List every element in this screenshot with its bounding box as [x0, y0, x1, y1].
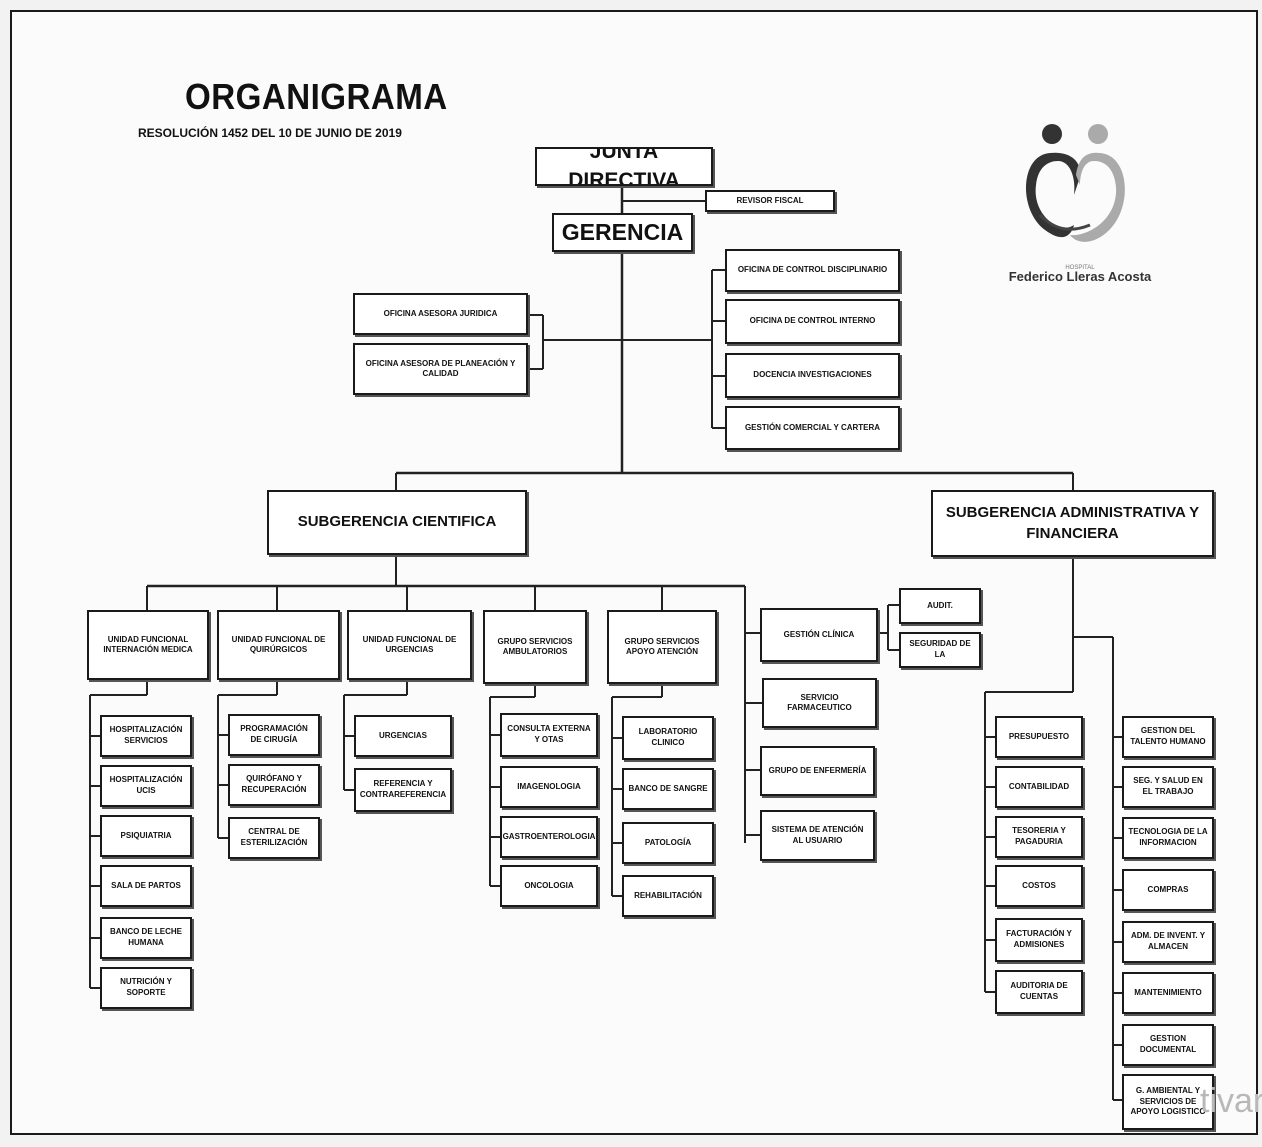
node-psiquiatria[interactable]: PSIQUIATRIA — [100, 815, 192, 857]
node-hospitalizacion-servicios[interactable]: HOSPITALIZACIÓN SERVICIOS — [100, 715, 192, 757]
node-central-esterilizacion[interactable]: CENTRAL DE ESTERILIZACIÓN — [228, 817, 320, 859]
node-nutricion-soporte[interactable]: NUTRICIÓN Y SOPORTE — [100, 967, 192, 1009]
node-unidad-urgencias[interactable]: UNIDAD FUNCIONAL DE URGENCIAS — [347, 610, 472, 680]
node-adm-inventarios[interactable]: ADM. DE INVENT. Y ALMACEN — [1122, 921, 1214, 963]
node-seguridad[interactable]: SEGURIDAD DE LA — [899, 632, 981, 668]
node-subgerencia-cientifica[interactable]: SUBGERENCIA CIENTIFICA — [267, 490, 527, 555]
node-rehabilitacion[interactable]: REHABILITACIÓN — [622, 875, 714, 917]
node-urgencias[interactable]: URGENCIAS — [354, 715, 452, 757]
node-seguridad-salud[interactable]: SEG. Y SALUD EN EL TRABAJO — [1122, 766, 1214, 808]
node-presupuesto[interactable]: PRESUPUESTO — [995, 716, 1083, 758]
logo-small-text: HOSPITAL — [1065, 265, 1095, 271]
node-costos[interactable]: COSTOS — [995, 865, 1083, 907]
node-control-interno[interactable]: OFICINA DE CONTROL INTERNO — [725, 299, 900, 344]
node-sistema-atencion-usuario[interactable]: SISTEMA DE ATENCIÓN AL USUARIO — [760, 810, 875, 861]
node-quirofano[interactable]: QUIRÓFANO Y RECUPERACIÓN — [228, 764, 320, 806]
node-facturacion[interactable]: FACTURACIÓN Y ADMISIONES — [995, 918, 1083, 962]
node-gerencia[interactable]: GERENCIA — [552, 213, 693, 252]
node-tecnologia-informacion[interactable]: TECNOLOGIA DE LA INFORMACION — [1122, 817, 1214, 859]
node-revisor-fiscal[interactable]: REVISOR FISCAL — [705, 190, 835, 212]
node-servicio-farmaceutico[interactable]: SERVICIO FARMACEUTICO — [762, 678, 877, 728]
node-grupo-enfermeria[interactable]: GRUPO DE ENFERMERÍA — [760, 746, 875, 796]
node-junta-directiva[interactable]: JUNTA DIRECTIVA — [535, 147, 713, 186]
node-patologia[interactable]: PATOLOGÍA — [622, 822, 714, 864]
node-subgerencia-administrativa[interactable]: SUBGERENCIA ADMINISTRATIVA Y FINANCIERA — [931, 490, 1214, 557]
node-hospitalizacion-ucis[interactable]: HOSPITALIZACIÓN UCIS — [100, 765, 192, 807]
node-banco-sangre[interactable]: BANCO DE SANGRE — [622, 768, 714, 810]
node-referencia[interactable]: REFERENCIA Y CONTRAREFERENCIA — [354, 768, 452, 812]
node-talento-humano[interactable]: GESTION DEL TALENTO HUMANO — [1122, 716, 1214, 758]
logo-text: Federico Lleras Acosta — [1008, 269, 1152, 284]
node-consulta-externa[interactable]: CONSULTA EXTERNA Y OTAS — [500, 713, 598, 757]
node-control-disciplinario[interactable]: OFICINA DE CONTROL DISCIPLINARIO — [725, 249, 900, 292]
node-tesoreria[interactable]: TESORERIA Y PAGADURIA — [995, 816, 1083, 858]
node-audit[interactable]: AUDIT. — [899, 588, 981, 624]
node-oncologia[interactable]: ONCOLOGIA — [500, 865, 598, 907]
node-gastroenterologia[interactable]: GASTROENTEROLOGIA — [500, 816, 598, 858]
node-compras[interactable]: COMPRAS — [1122, 869, 1214, 911]
node-gestion-ambiental[interactable]: G. AMBIENTAL Y SERVICIOS DE APOYO LOGIST… — [1122, 1074, 1214, 1130]
node-sala-partos[interactable]: SALA DE PARTOS — [100, 865, 192, 907]
node-oficina-juridica[interactable]: OFICINA ASESORA JURIDICA — [353, 293, 528, 335]
node-gestion-comercial[interactable]: GESTIÓN COMERCIAL Y CARTERA — [725, 406, 900, 450]
page-subtitle: RESOLUCIÓN 1452 DEL 10 DE JUNIO DE 2019 — [138, 126, 402, 140]
node-programacion-cirugia[interactable]: PROGRAMACIÓN DE CIRUGÍA — [228, 714, 320, 756]
node-oficina-planeacion[interactable]: OFICINA ASESORA DE PLANEACIÓN Y CALIDAD — [353, 343, 528, 395]
page-title: ORGANIGRAMA — [185, 76, 448, 117]
node-gestion-clinica[interactable]: GESTIÓN CLÍNICA — [760, 608, 878, 662]
node-laboratorio-clinico[interactable]: LABORATORIO CLINICO — [622, 716, 714, 760]
node-gestion-documental[interactable]: GESTION DOCUMENTAL — [1122, 1024, 1214, 1066]
node-grupo-apoyo[interactable]: GRUPO SERVICIOS APOYO ATENCIÓN — [607, 610, 717, 684]
node-docencia[interactable]: DOCENCIA INVESTIGACIONES — [725, 353, 900, 398]
node-banco-leche[interactable]: BANCO DE LECHE HUMANA — [100, 917, 192, 959]
node-contabilidad[interactable]: CONTABILIDAD — [995, 766, 1083, 808]
node-unidad-quirurgicos[interactable]: UNIDAD FUNCIONAL DE QUIRÚRGICOS — [217, 610, 340, 680]
node-unidad-internacion[interactable]: UNIDAD FUNCIONAL INTERNACIÓN MEDICA — [87, 610, 209, 680]
node-grupo-ambulatorios[interactable]: GRUPO SERVICIOS AMBULATORIOS — [483, 610, 587, 684]
node-imagenologia[interactable]: IMAGENOLOGIA — [500, 766, 598, 808]
hospital-logo-icon — [1026, 124, 1125, 242]
node-auditoria-cuentas[interactable]: AUDITORIA DE CUENTAS — [995, 970, 1083, 1014]
watermark-text: tivar — [1200, 1082, 1262, 1120]
node-mantenimiento[interactable]: MANTENIMIENTO — [1122, 972, 1214, 1014]
